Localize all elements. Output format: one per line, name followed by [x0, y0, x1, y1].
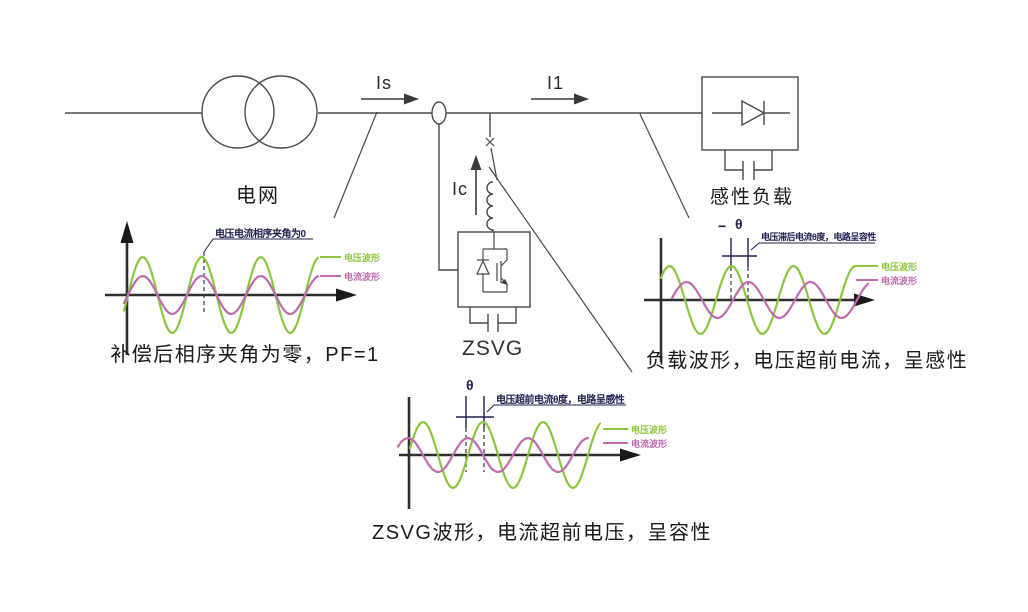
load-caption: 负载波形，电压超前电流，呈感性 — [645, 350, 969, 372]
zsvg-capacitor-icon — [469, 307, 517, 332]
load-capacitor-icon — [724, 150, 773, 180]
igbt-icon — [476, 232, 508, 293]
load-label: 感性负载 — [710, 187, 795, 208]
load-legend-current: 电流波形 — [881, 276, 918, 286]
load-theta-symbol: θ — [735, 216, 743, 232]
ct-sense-line — [438, 124, 458, 271]
ic-current-label: Ic — [452, 179, 469, 199]
inductor-icon — [486, 181, 494, 232]
load-theta-marker — [722, 238, 875, 302]
zsvg-caption: ZSVG波形，电流超前电压，呈容性 — [372, 522, 712, 544]
zsvg-theta-marker — [456, 396, 626, 472]
zsvg-legend-voltage: 电压波形 — [631, 425, 668, 435]
is-arrow — [361, 93, 419, 105]
zsvg-legend-marks — [603, 428, 628, 444]
transformer-icon — [201, 75, 318, 149]
load-box — [701, 76, 799, 151]
load-annotation: 电压滞后电流θ度，电路呈容性 — [761, 232, 876, 242]
compensated-legend-current: 电流波形 — [344, 272, 381, 282]
compensated-current-wave — [122, 274, 320, 316]
compensated-caption: 补偿后相序夹角为零，PF=1 — [110, 344, 380, 366]
breaker-icon — [485, 113, 498, 181]
compensated-legend-voltage: 电压波形 — [344, 253, 381, 263]
compensated-phase-marker — [203, 238, 313, 312]
load-voltage-wave — [659, 264, 857, 336]
diode-icon — [712, 99, 790, 127]
zsvg-plot-axes — [399, 397, 641, 509]
zsvg-theta-symbol: θ — [466, 377, 474, 393]
compensated-annotation: 电压电流相序夹角为0 — [215, 229, 306, 240]
zsvg-current-wave — [396, 436, 590, 474]
zsvg-label: ZSVG — [462, 337, 524, 360]
load-legend-marks — [856, 265, 878, 281]
i1-arrow — [531, 93, 589, 105]
ic-arrow — [470, 155, 482, 215]
compensated-plot-axes — [105, 221, 357, 355]
load-theta-minus: − — [718, 218, 727, 234]
zsvg-legend-current: 电流波形 — [631, 439, 668, 449]
is-current-label: Is — [376, 73, 393, 93]
load-current-wave — [670, 280, 870, 320]
zsvg-voltage-wave — [408, 421, 602, 489]
grid-label: 电网 — [236, 185, 280, 207]
callout-lines — [333, 111, 690, 373]
i1-current-label: I1 — [547, 73, 565, 93]
current-transformer-icon — [431, 101, 447, 125]
load-legend-voltage: 电压波形 — [881, 262, 918, 272]
compensated-legend-marks — [320, 256, 341, 277]
zsvg-annotation: 电压超前电流θ度，电路呈感性 — [496, 395, 625, 406]
